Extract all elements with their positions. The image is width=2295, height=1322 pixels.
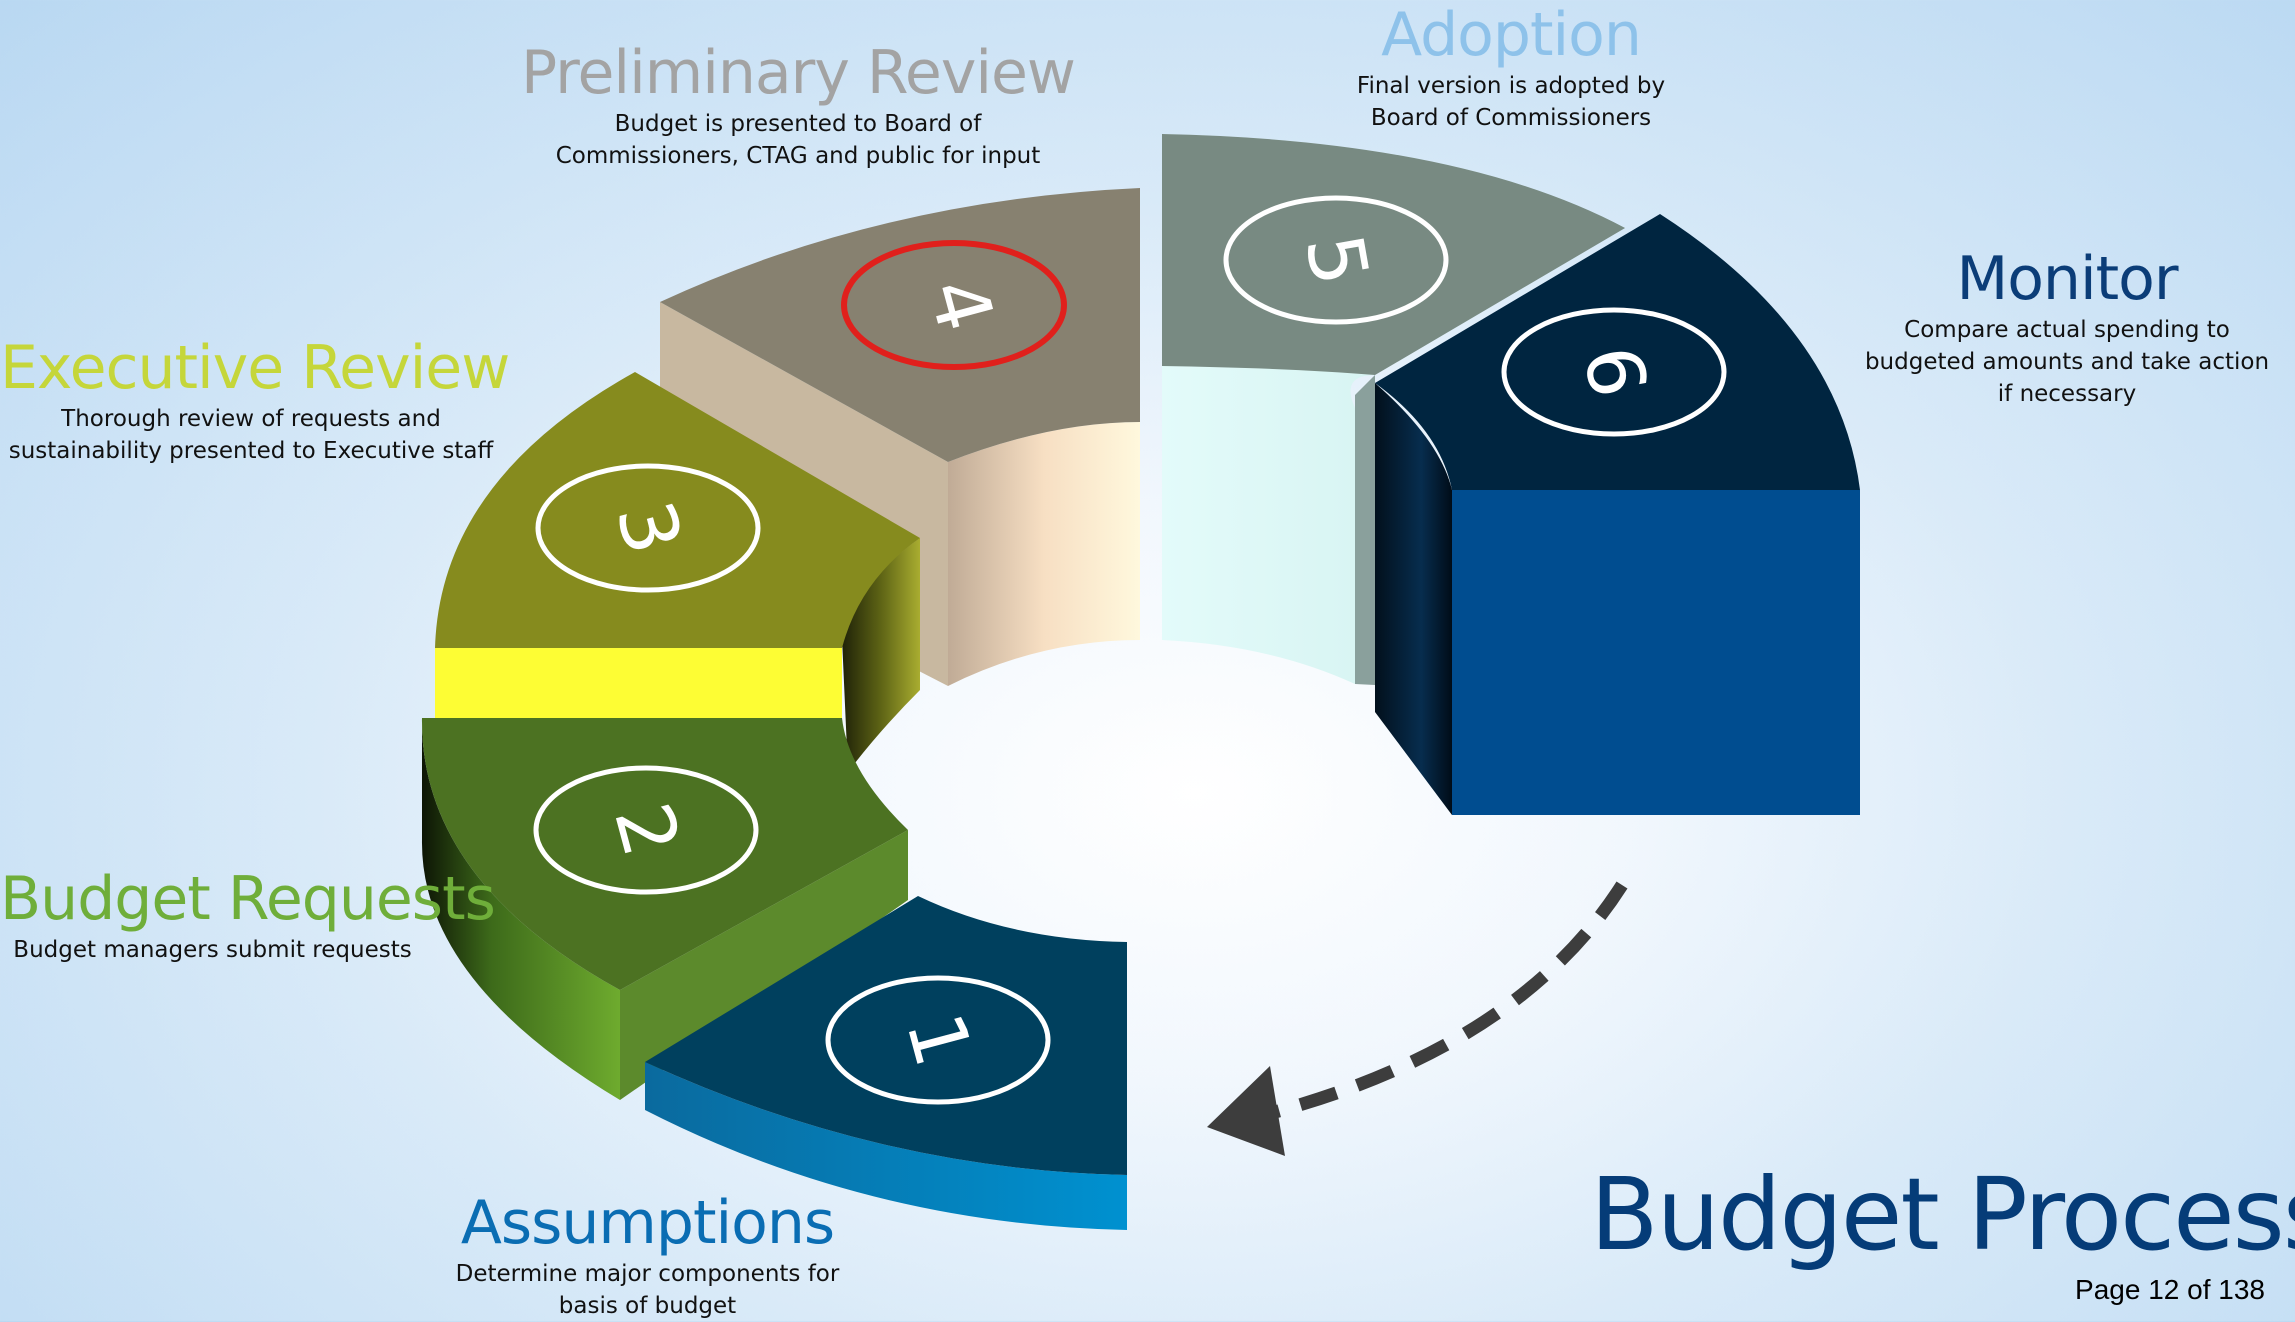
stage-4-description: Budget is presented to Board of Commissi…	[555, 111, 1041, 169]
stage-1-title: Assumptions	[460, 1188, 835, 1258]
segment-3-executive-review: 3	[435, 372, 920, 772]
cycle-arrow	[1207, 881, 1628, 1156]
stage-6-title: Monitor	[1956, 244, 2178, 314]
stage-1-description: Determine major components for basis of …	[455, 1261, 840, 1319]
stage-5-description: Final version is adopted by Board of Com…	[1356, 73, 1666, 131]
stage-1-label: Assumptions Determine major components f…	[400, 1188, 895, 1322]
stage-2-label: Budget Requests Budget managers submit r…	[0, 864, 496, 966]
stage-2-description: Budget managers submit requests	[13, 937, 412, 963]
segment-6-monitor: 6	[1375, 214, 1860, 815]
segment-1-assumptions: 1	[645, 896, 1127, 1230]
stage-3-label: Executive Review Thorough review of requ…	[0, 333, 510, 467]
stage-6-description: Compare actual spending to budgeted amou…	[1864, 317, 2270, 407]
page-title: Budget Process	[1590, 1156, 2295, 1273]
stage-4-label: Preliminary Review Budget is presented t…	[500, 38, 1096, 172]
stage-3-title: Executive Review	[0, 333, 510, 403]
stage-2-title: Budget Requests	[0, 864, 496, 934]
segment-5-adoption: 5	[1162, 134, 1625, 685]
stage-3-description: Thorough review of requests and sustaina…	[8, 406, 494, 464]
stage-5-title: Adoption	[1381, 0, 1642, 70]
step-4-ring	[841, 240, 1067, 370]
stage-4-title: Preliminary Review	[521, 38, 1076, 108]
stage-5-label: Adoption Final version is adopted by Boa…	[1302, 0, 1720, 134]
stage-6-label: Monitor Compare actual spending to budge…	[1858, 244, 2276, 410]
segment-2-budget-requests: 2	[421, 718, 908, 1100]
page-number: Page 12 of 138	[2075, 1274, 2265, 1305]
